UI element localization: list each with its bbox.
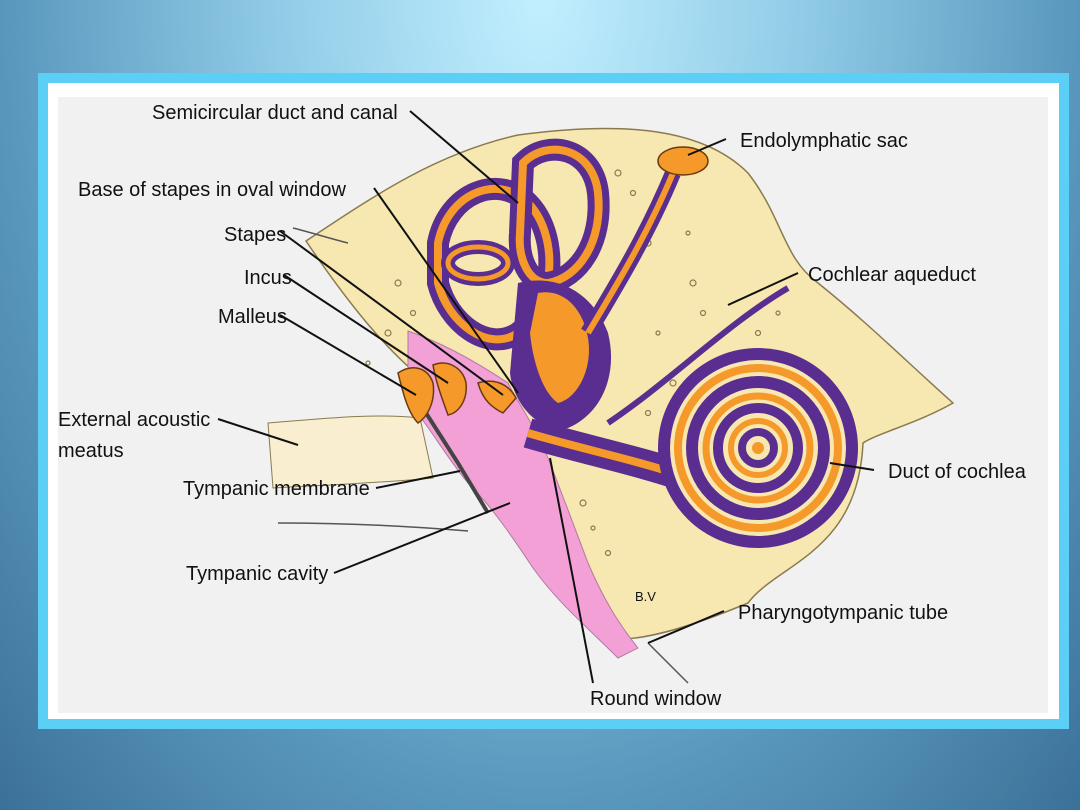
leader-malleus	[279, 314, 417, 396]
label-stapes: Stapes	[224, 224, 286, 246]
utricle-shape	[530, 292, 589, 403]
label-malleus: Malleus	[218, 306, 287, 328]
incus-shape	[432, 362, 467, 416]
malleus-shape	[397, 367, 435, 424]
semicircular-canals-shape	[427, 138, 610, 351]
tympanic-membrane-shape	[424, 411, 490, 515]
leader-incus	[283, 274, 449, 384]
leader-duct-cochlea	[829, 462, 875, 471]
external-meatus-shape	[267, 415, 434, 489]
label-tympanic-membrane: Tympanic membrane	[183, 478, 370, 500]
label-stapes-base: Base of stapes in oval window	[78, 179, 346, 201]
leader-cochlear-aqueduct	[727, 272, 799, 306]
leader-endolymphatic	[687, 138, 727, 156]
endolymphatic-sac-shape	[657, 146, 709, 176]
slide-content: Semicircular duct and canal Base of stap…	[48, 83, 1059, 719]
cochlea-spiral-shape	[658, 348, 858, 548]
leader-pharyngotympanic	[647, 610, 725, 644]
label-semicircular-duct: Semicircular duct and canal	[152, 102, 398, 124]
label-endolymphatic-sac: Endolymphatic sac	[740, 130, 908, 152]
label-incus: Incus	[244, 267, 292, 289]
label-duct-of-cochlea: Duct of cochlea	[888, 461, 1027, 483]
cochlear-aqueduct-shape	[606, 285, 790, 426]
label-pharyngotympanic-tube: Pharyngotympanic tube	[738, 602, 948, 624]
ear-anatomy-diagram: Semicircular duct and canal Base of stap…	[58, 97, 1048, 713]
stapes-shape	[477, 380, 517, 414]
label-tympanic-cavity: Tympanic cavity	[186, 563, 328, 585]
leader-tympanic-membrane	[375, 470, 461, 489]
label-cochlear-aqueduct: Cochlear aqueduct	[808, 264, 976, 286]
leader-round-window	[549, 457, 594, 684]
leader-tympanic-cavity	[333, 502, 511, 574]
leader-stapes	[279, 230, 504, 396]
label-external-acoustic: External acoustic	[58, 409, 210, 431]
label-bv: B.V	[635, 589, 656, 604]
slide-frame: Semicircular duct and canal Base of stap…	[38, 73, 1069, 729]
leader-external-meatus	[217, 418, 299, 446]
leader-semicircular	[409, 110, 519, 204]
leader-stapes-base	[373, 187, 519, 394]
label-meatus: meatus	[58, 440, 124, 462]
label-round-window: Round window	[590, 688, 722, 710]
